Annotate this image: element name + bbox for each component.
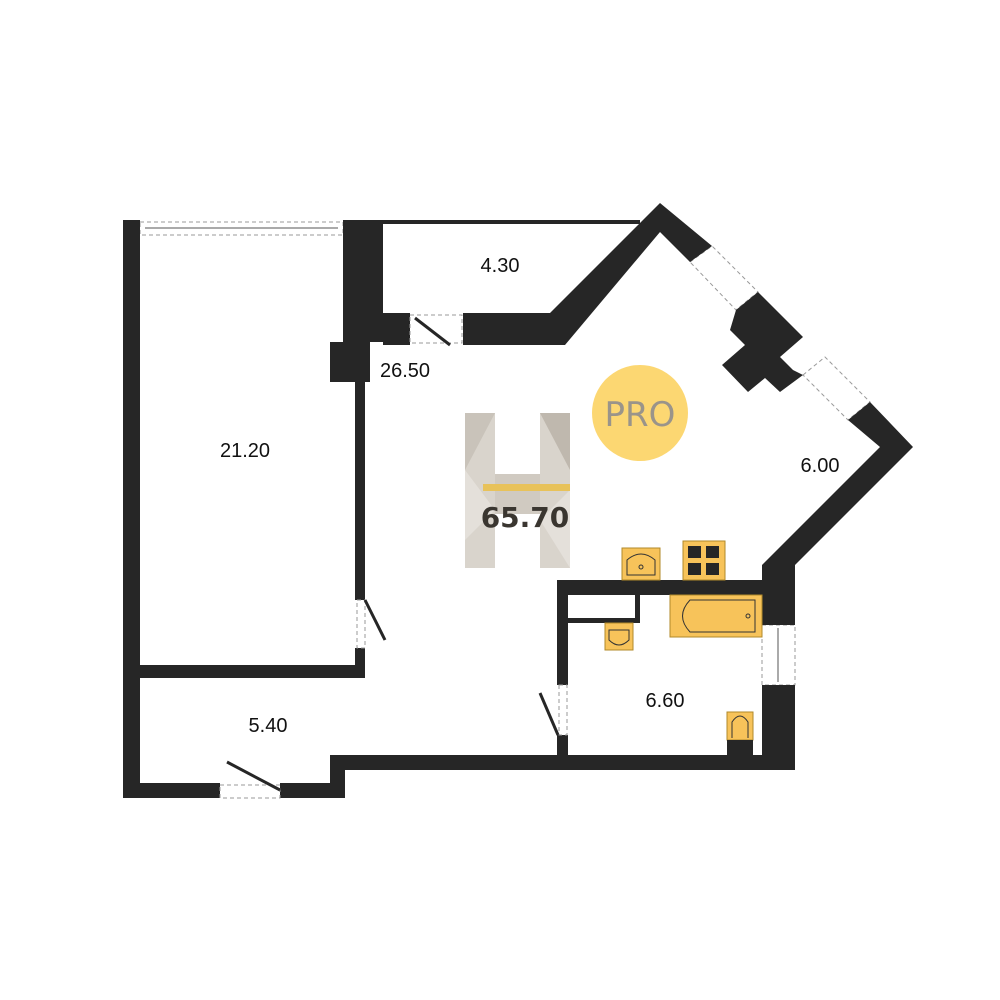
bathtub-icon xyxy=(669,594,763,638)
pro-badge-text: PRO xyxy=(605,395,676,435)
entrance-door[interactable] xyxy=(219,760,281,799)
washbasin-icon xyxy=(604,622,634,651)
toilet-icon xyxy=(726,711,754,755)
logo-icon xyxy=(465,413,570,568)
bathroom-area-label: 6.60 xyxy=(646,690,685,712)
loggia-area-label: 6.00 xyxy=(801,455,840,477)
walls xyxy=(123,203,913,798)
total-area: 65.70 xyxy=(481,501,570,534)
door[interactable] xyxy=(409,314,463,347)
door[interactable] xyxy=(538,684,568,736)
door[interactable] xyxy=(356,599,387,649)
stove-icon xyxy=(682,540,726,581)
living-kitchen-area-label: 26.50 xyxy=(380,360,430,382)
hallway-area-label: 5.40 xyxy=(249,715,288,737)
balcony-area-label: 4.30 xyxy=(481,255,520,277)
pro-badge xyxy=(592,365,688,461)
room-area-label: 21.20 xyxy=(220,440,270,462)
sink-icon xyxy=(621,547,661,581)
